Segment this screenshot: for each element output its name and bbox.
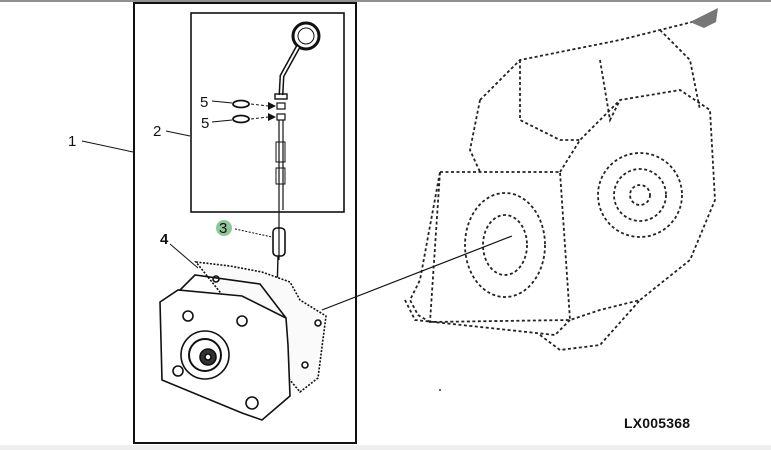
callout-1: 1 xyxy=(68,133,76,150)
o-ring-arrows xyxy=(250,103,269,120)
pump-housing xyxy=(159,260,327,421)
leader-lines xyxy=(81,100,273,269)
bottom-bar xyxy=(0,445,771,450)
highlight-marker xyxy=(216,220,232,236)
o-ring-icon xyxy=(232,99,250,109)
transmission-housing xyxy=(404,19,716,351)
callout-3-hotspot[interactable]: 3 xyxy=(216,220,232,237)
callout-4: 4 xyxy=(160,231,169,248)
assembly-line xyxy=(321,235,513,311)
outer-frame xyxy=(133,2,357,444)
o-ring-icon xyxy=(232,114,250,124)
callout-5-lower: 5 xyxy=(201,115,209,132)
callout-2: 2 xyxy=(153,123,161,140)
callout-3[interactable]: 3 xyxy=(219,220,227,237)
reference-code: LX005368 xyxy=(624,415,691,431)
direction-arrow-icon xyxy=(690,8,718,28)
dipstick-tube xyxy=(272,227,286,257)
inner-frame xyxy=(190,12,345,213)
callout-5-upper: 5 xyxy=(200,94,208,111)
